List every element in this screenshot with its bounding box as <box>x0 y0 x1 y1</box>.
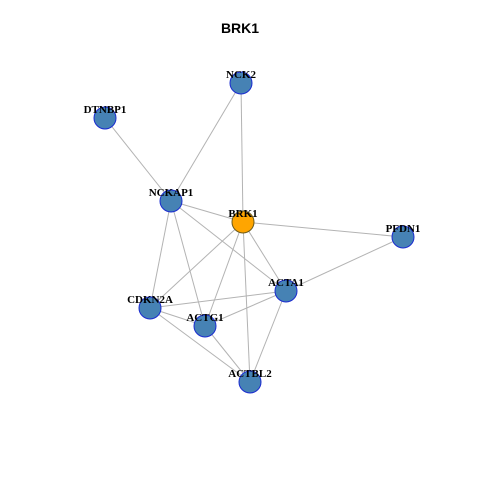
node-cdkn2a: CDKN2A <box>127 294 173 320</box>
node-circle-nckap1 <box>159 189 183 213</box>
node-label-pfdn1: PFDN1 <box>386 223 421 235</box>
node-label-nck2: NCK2 <box>226 69 256 81</box>
node-pfdn1: PFDN1 <box>386 223 421 249</box>
node-label-cdkn2a: CDKN2A <box>127 294 173 306</box>
edge-nckap1-brk1 <box>170 200 244 223</box>
node-circle-actg1 <box>193 314 217 338</box>
edge-actg1-actbl2 <box>204 325 251 383</box>
edge-brk1-actg1 <box>204 221 244 327</box>
node-label-actbl2: ACTBL2 <box>228 368 272 380</box>
node-actg1: ACTG1 <box>186 312 224 338</box>
graph-title: BRK1 <box>220 20 260 36</box>
node-label-acta1: ACTA1 <box>268 277 304 289</box>
node-circle-actbl2 <box>238 370 262 394</box>
node-circle-pfdn1 <box>391 225 415 249</box>
edge-nckap1-acta1 <box>170 200 287 292</box>
node-acta1: ACTA1 <box>268 277 304 303</box>
node-circle-dtnbp1 <box>93 106 117 130</box>
node-brk1: BRK1 <box>228 208 258 234</box>
node-nckap1: NCKAP1 <box>149 187 194 213</box>
edge-pfdn1-acta1 <box>285 236 404 292</box>
edge-nckap1-cdkn2a <box>149 200 172 309</box>
node-actbl2: ACTBL2 <box>228 368 272 394</box>
node-nck2: NCK2 <box>226 69 256 95</box>
edge-nckap1-actg1 <box>170 200 206 327</box>
node-circle-nck2 <box>229 71 253 95</box>
edge-nck2-nckap1 <box>170 82 242 202</box>
edge-brk1-actbl2 <box>242 221 251 383</box>
edge-dtnbp1-nckap1 <box>104 117 172 202</box>
edge-brk1-cdkn2a <box>149 221 244 309</box>
node-label-brk1: BRK1 <box>228 208 257 220</box>
edge-cdkn2a-actbl2 <box>149 307 251 383</box>
node-label-nckap1: NCKAP1 <box>149 187 194 199</box>
edge-acta1-cdkn2a <box>149 290 287 309</box>
node-dtnbp1: DTNBP1 <box>84 104 127 130</box>
node-label-dtnbp1: DTNBP1 <box>84 104 127 116</box>
edge-layer <box>104 82 404 383</box>
edge-brk1-pfdn1 <box>242 221 404 238</box>
node-circle-acta1 <box>274 279 298 303</box>
edge-acta1-actbl2 <box>249 290 287 383</box>
edge-acta1-actg1 <box>204 290 287 327</box>
edge-brk1-acta1 <box>242 221 287 292</box>
edge-nck2-brk1 <box>240 82 244 223</box>
node-circle-brk1 <box>231 210 255 234</box>
node-circle-cdkn2a <box>138 296 162 320</box>
node-label-actg1: ACTG1 <box>186 312 223 324</box>
